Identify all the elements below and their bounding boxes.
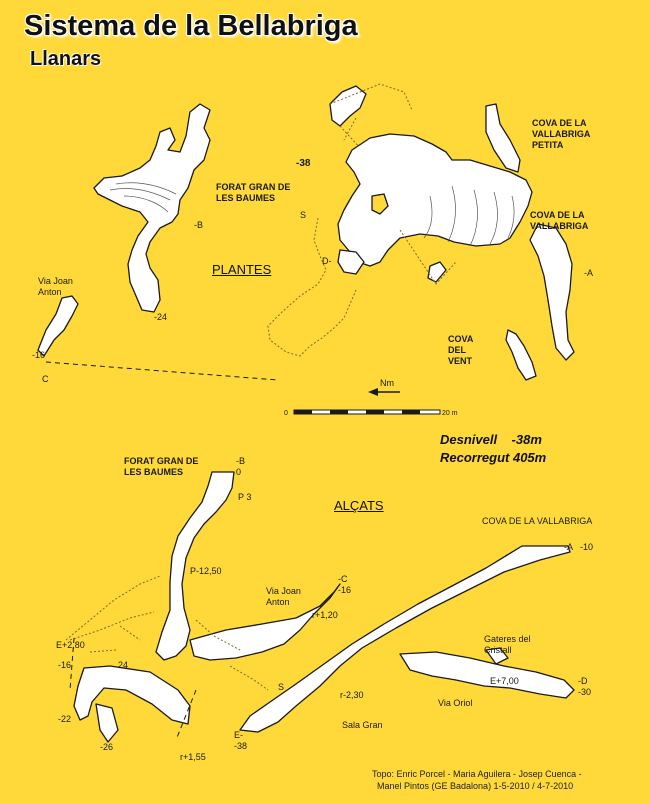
elevation-section (65, 471, 575, 743)
elev-point-s: S (278, 682, 285, 692)
north-label: Nm (380, 378, 394, 388)
elev-label-n24: 24 (118, 660, 129, 670)
plan-depth-24: -24 (154, 312, 168, 322)
plan-vallabriga-system (267, 83, 575, 381)
elev-label-cova-vallabriga: COVA DE LA VALLABRIGA (482, 516, 593, 526)
elev-point-e: E- -38 (234, 730, 248, 751)
section-elevation-title: ALÇATS (334, 498, 384, 513)
elev-point-a: -A -10 (564, 542, 594, 552)
plan-forat-gran-passage (37, 103, 279, 381)
elev-point-c: -C -16 (338, 574, 352, 595)
elev-label-n26: -26 (100, 742, 114, 752)
elev-point-b: -B 0 (236, 456, 245, 477)
plan-label-cova-vallabriga: COVA DE LA VALLABRIGA (530, 210, 589, 231)
elev-label-gateres: Gateres del Cristall (484, 634, 531, 655)
elev-label-e700: E+7,00 (490, 676, 519, 686)
plan-point-c: C (42, 374, 49, 384)
elev-label-p3: P 3 (238, 492, 252, 502)
plan-point-s: S (300, 210, 307, 220)
elev-label-r230: r-2,30 (340, 690, 364, 700)
plan-label-via-joan: Via Joan Anton (38, 276, 73, 297)
elev-label-n22: -22 (58, 714, 72, 724)
plan-label-cova-vent: COVA DEL VENT (448, 334, 474, 366)
elev-label-r120: r+1,20 (312, 610, 338, 620)
plan-label-forat-gran: FORAT GRAN DE LES BAUMES (216, 182, 291, 203)
map-title: Sistema de la Bellabriga (24, 10, 358, 42)
elev-point-d: -D -30 (578, 676, 592, 697)
scale-end-label: 20 m (442, 410, 458, 417)
elev-label-via-joan: Via Joan Anton (266, 586, 301, 607)
elev-label-via-oriol: Via Oriol (438, 698, 473, 708)
elev-label-n16: -16 (58, 660, 72, 670)
plan-depth-16: -16 (32, 350, 46, 360)
plan-point-a: -A (584, 268, 593, 278)
plan-point-d: D- (322, 256, 332, 266)
stat-length: Recorregut 405m (440, 450, 547, 465)
north-arrow (368, 388, 400, 396)
plan-depth-38: -38 (296, 158, 311, 169)
elev-label-forat-gran: FORAT GRAN DE LES BAUMES (124, 456, 199, 477)
elev-label-e280: E+2,80 (56, 640, 85, 650)
scale-bar (293, 409, 441, 415)
scale-start-label: 0 (284, 410, 288, 417)
elev-label-r155: r+1,55 (180, 752, 206, 762)
elev-label-sala-gran: Sala Gran (342, 720, 383, 730)
plan-point-b: -B (194, 220, 203, 230)
plan-label-cova-petita: COVA DE LA VALLABRIGA PETITA (532, 118, 591, 150)
elev-label-p1250: P-12,50 (190, 566, 222, 576)
survey-credit: Topo: Enric Porcel - Maria Aguilera - Jo… (372, 769, 582, 791)
stat-depth: Desnivell -38m (440, 432, 542, 447)
section-plan-title: PLANTES (212, 262, 272, 277)
map-subtitle: Llanars (30, 48, 102, 70)
